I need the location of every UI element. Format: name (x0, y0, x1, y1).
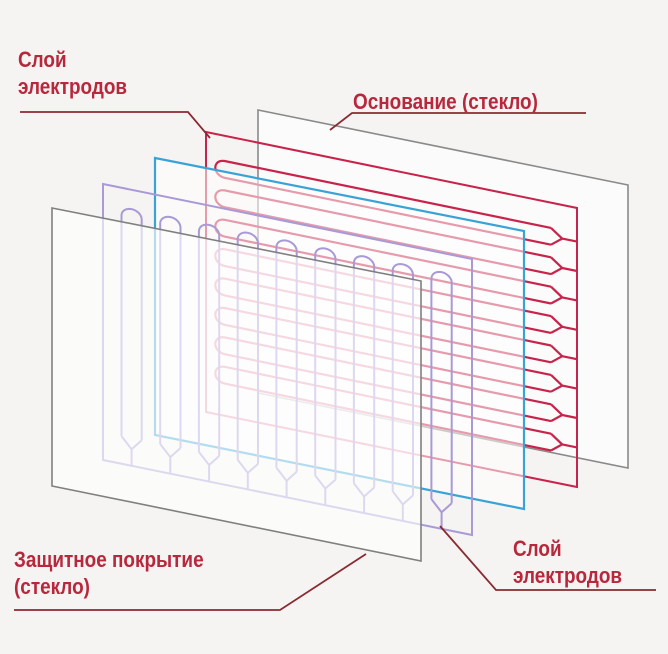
label-line: (стекло) (14, 574, 90, 599)
label-base-glass: Основание (стекло) (353, 88, 538, 115)
protective-glass-plate (51, 207, 422, 562)
violet-electrode-loop (275, 239, 298, 472)
leader-base (329, 112, 586, 131)
leader-electrode-bottom (439, 525, 656, 591)
red-electrode-lead (561, 355, 578, 361)
leader-electrode-top (20, 111, 211, 139)
red-electrode-lead (561, 384, 578, 390)
label-line: электродов (18, 74, 128, 99)
label-line: Основание (стекло) (353, 89, 538, 114)
violet-electrode-loop (159, 215, 182, 449)
label-protective-coating: Защитное покрытие (стекло) (14, 546, 204, 600)
leader-lines (14, 111, 656, 611)
red-electrode-lead (561, 443, 578, 449)
violet-electrode-loop (120, 207, 143, 441)
violet-electrode-loop (236, 231, 259, 464)
red-electrode-lead (561, 296, 578, 302)
violet-electrode-contact (430, 498, 453, 514)
violet-electrode-loop (314, 247, 337, 480)
label-line: Слой (18, 47, 67, 72)
label-line: электродов (513, 563, 623, 588)
violet-electrode-loop (391, 262, 414, 496)
leader-coating (14, 553, 367, 611)
violet-electrode-loop (352, 255, 376, 488)
label-electrode-layer-bottom: Слой электродов (513, 535, 622, 589)
red-electrode-lead (561, 413, 578, 420)
violet-electrode-loop (197, 223, 221, 456)
label-electrode-layer-top: Слой электродов (18, 46, 127, 100)
red-electrode-lead (561, 266, 578, 273)
red-electrode-lead (561, 325, 578, 331)
label-line: Слой (513, 536, 562, 561)
label-line: Защитное покрытие (14, 547, 204, 572)
violet-electrode-loop (430, 270, 453, 504)
red-electrode-lead (561, 237, 578, 243)
